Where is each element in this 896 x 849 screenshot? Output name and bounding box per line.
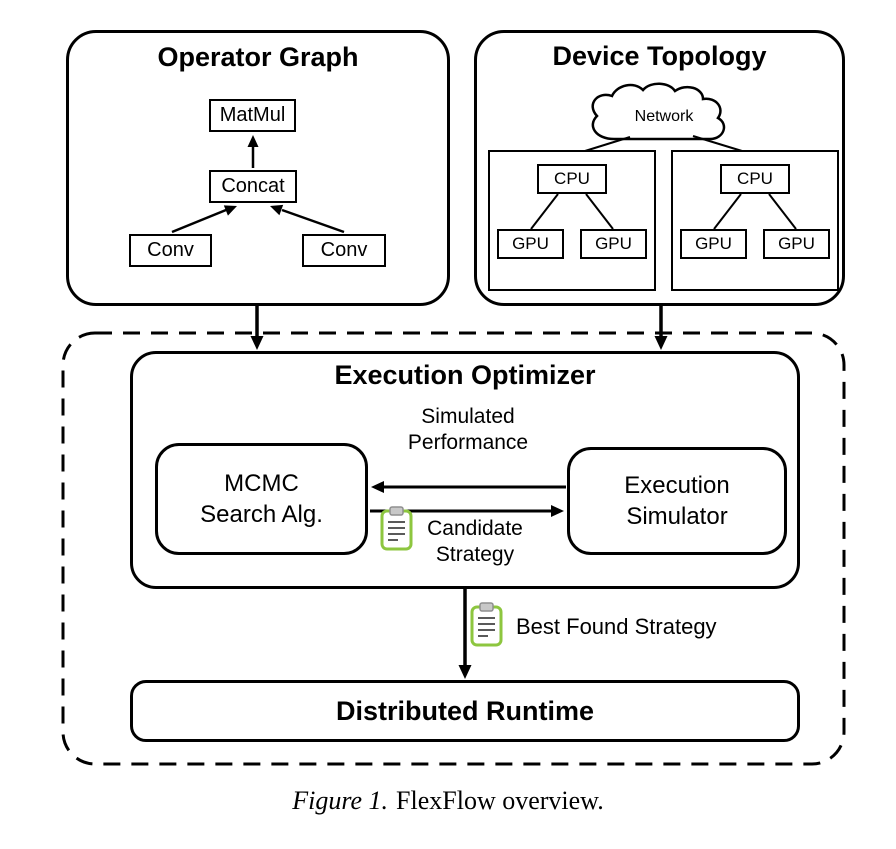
gpu-node-1b: GPU (763, 229, 830, 259)
arrow-operator-graph-to-optimizer (250, 306, 264, 350)
candidate-strategy-line2: Strategy (435, 543, 515, 566)
node-matmul-label: MatMul (219, 104, 286, 126)
gpu-node-0a-label: GPU (512, 234, 549, 253)
gpu-node-1b-label: GPU (778, 234, 815, 253)
mcmc-line2: Search Alg. (200, 501, 323, 528)
gpu-node-1a-label: GPU (695, 234, 732, 253)
gpu-node-0b: GPU (580, 229, 647, 259)
operator-graph-title: Operator Graph (157, 42, 359, 72)
operator-graph-panel (66, 30, 450, 306)
simulator-line2: Simulator (626, 503, 728, 530)
cpu-node-1: CPU (720, 164, 790, 194)
node-concat-label: Concat (221, 175, 285, 197)
node-concat: Concat (209, 170, 297, 203)
node-conv-left-label: Conv (147, 239, 194, 261)
figure-caption: Figure 1.FlexFlow overview. (0, 786, 896, 816)
clipboard-icon (470, 602, 503, 647)
device-topology-panel (474, 30, 845, 306)
simulated-performance-line2: Performance (407, 431, 529, 454)
cpu-node-0-label: CPU (554, 169, 590, 188)
simulator-line1: Execution (624, 472, 730, 499)
gpu-node-0b-label: GPU (595, 234, 632, 253)
arrow-device-topology-to-optimizer (654, 306, 668, 350)
cpu-node-1-label: CPU (737, 169, 773, 188)
gpu-node-1a: GPU (680, 229, 747, 259)
node-conv-right-label: Conv (320, 239, 368, 261)
candidate-strategy-line1: Candidate (427, 517, 523, 540)
execution-optimizer-title: Execution Optimizer (334, 360, 596, 390)
network-label: Network (634, 108, 694, 125)
figure-caption-number: Figure 1. (292, 786, 389, 815)
machine-box-1 (671, 150, 839, 291)
simulated-performance-line1: Simulated (421, 405, 515, 428)
mcmc-line1: MCMC (224, 470, 299, 497)
node-matmul: MatMul (209, 99, 296, 132)
node-conv-right: Conv (302, 234, 386, 267)
figure-caption-text: FlexFlow overview. (396, 786, 604, 815)
execution-simulator-box: Execution Simulator (567, 447, 787, 555)
node-conv-left: Conv (129, 234, 212, 267)
distributed-runtime-box: Distributed Runtime (130, 680, 800, 742)
distributed-runtime-title: Distributed Runtime (335, 695, 594, 726)
best-found-strategy-label: Best Found Strategy (516, 614, 717, 639)
cpu-node-0: CPU (537, 164, 607, 194)
candidate-strategy-label: Candidate Strategy (390, 516, 560, 568)
simulated-performance-label: Simulated Performance (368, 404, 568, 456)
mcmc-search-box: MCMC Search Alg. (155, 443, 368, 555)
clipboard-icon (380, 506, 413, 551)
gpu-node-0a: GPU (497, 229, 564, 259)
machine-box-0 (488, 150, 656, 291)
device-topology-title: Device Topology (552, 41, 767, 71)
